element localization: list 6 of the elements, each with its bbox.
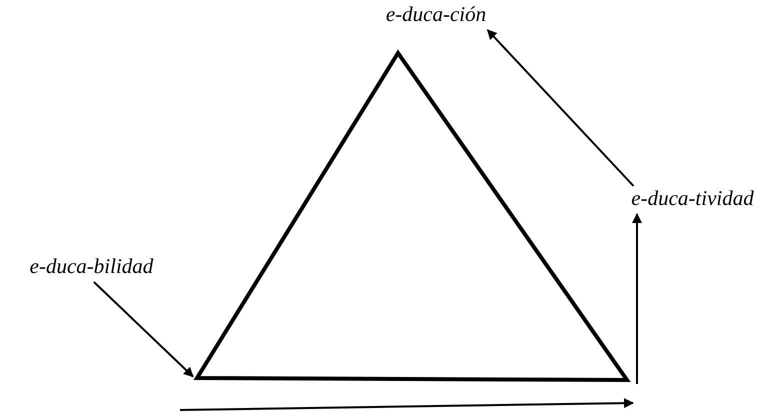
vertex-label: e-duca-bilidad (30, 254, 154, 279)
arrow (632, 213, 642, 384)
arrow (93, 281, 194, 378)
vertex-label: e-duca-ción (386, 2, 486, 27)
vertex-label: e-duca-tividad (631, 186, 754, 211)
arrow (486, 29, 634, 187)
